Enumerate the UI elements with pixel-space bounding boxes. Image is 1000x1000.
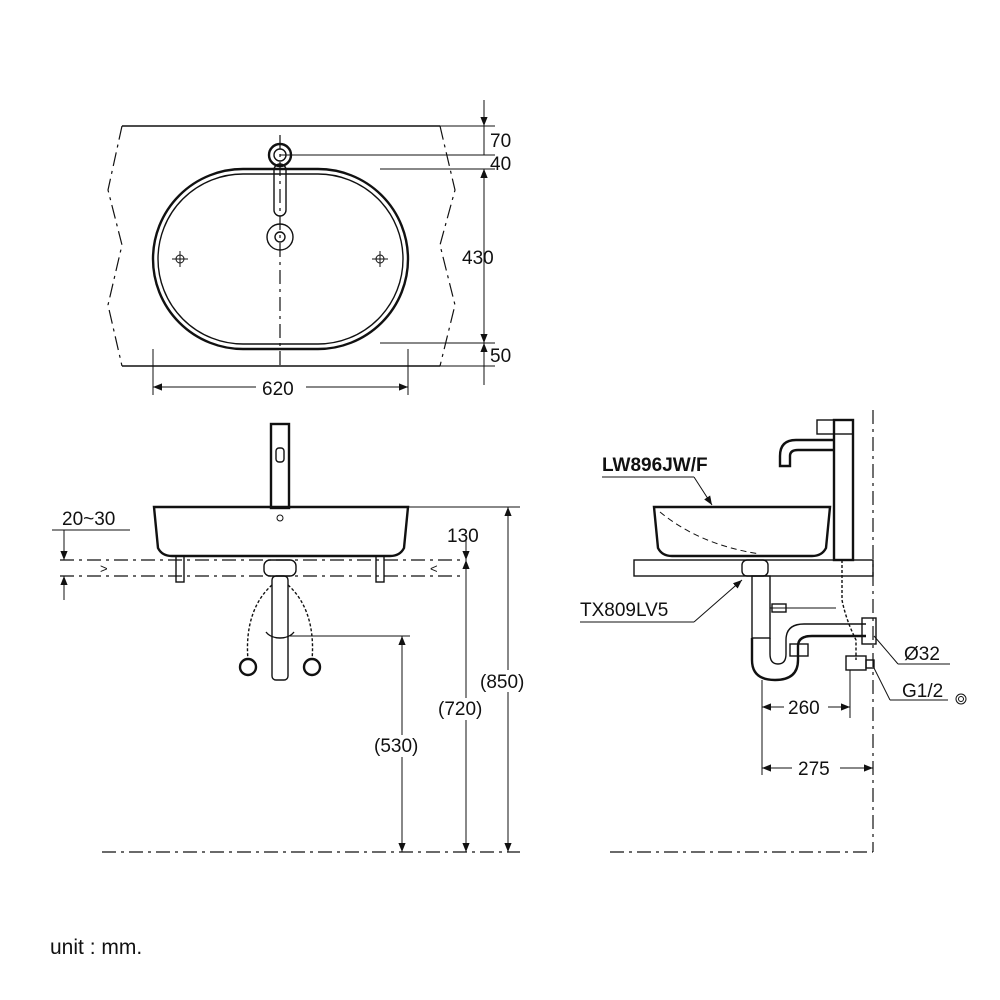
- mount-hole-right: [372, 251, 388, 267]
- drain-inner: [274, 231, 286, 243]
- front-hose-right: [287, 584, 314, 661]
- side-faucet-spout: [778, 438, 834, 468]
- side-faucet-top: [816, 419, 854, 435]
- dim-trap-260: 260: [788, 698, 820, 719]
- label-drain-model: TX809LV5: [580, 600, 668, 621]
- front-elevation: > < 20~30 130 (530) (720) (850): [52, 422, 524, 853]
- side-faucet-body: [832, 418, 855, 562]
- front-bolt-right: [375, 555, 385, 583]
- svg-text:>: >: [100, 561, 108, 576]
- side-supply-hose: [841, 560, 857, 660]
- mount-hole-left: [172, 251, 188, 267]
- dim-top-40: 40: [490, 154, 511, 175]
- side-counter-slab: [633, 559, 874, 577]
- dim-basin-height: 130: [447, 526, 479, 547]
- front-basin: [152, 505, 410, 558]
- front-bolt-left: [175, 555, 185, 583]
- dim-width-620: 620: [262, 379, 294, 400]
- side-basin: [652, 505, 832, 558]
- dim-pipe-diameter: Ø32: [904, 644, 940, 665]
- svg-text:<: <: [430, 561, 438, 576]
- side-drain-tail: [751, 575, 771, 639]
- label-basin-model: LW896JW/F: [602, 455, 708, 476]
- front-hose-left: [246, 584, 273, 661]
- dim-rim-height: (850): [480, 672, 524, 693]
- dim-height-430: 430: [462, 248, 494, 269]
- dim-top-70: 70: [490, 131, 511, 152]
- dim-bottom-50: 50: [490, 346, 511, 367]
- counter-right-break: [439, 125, 456, 367]
- side-drain-flange: [741, 559, 769, 577]
- front-drain-flange: [263, 559, 297, 577]
- front-valve-left: [238, 657, 258, 677]
- unit-note: unit : mm.: [50, 936, 143, 959]
- dim-bracket-height: (530): [374, 736, 418, 757]
- dim-counter-height: (720): [438, 699, 482, 720]
- dim-trap-275: 275: [798, 759, 830, 780]
- dim-supply-thread: G1/2: [902, 681, 943, 702]
- dim-counter-thickness: 20~30: [62, 509, 115, 530]
- front-faucet-body: [269, 422, 291, 510]
- counter-left-break: [107, 125, 123, 367]
- thread-symbol: [955, 693, 967, 705]
- side-elevation: LW896JW/F TX809LV5 Ø32 G1/2 260 275: [580, 410, 967, 853]
- side-p-trap: [750, 634, 866, 682]
- side-trap-nut: [789, 643, 809, 657]
- side-wall-flange: [861, 617, 877, 645]
- front-faucet-spout-outlet: [275, 447, 285, 463]
- plan-view: 70 40 430 50 620: [107, 100, 511, 400]
- front-valve-right: [302, 657, 322, 677]
- front-drain-pipe: [271, 575, 289, 681]
